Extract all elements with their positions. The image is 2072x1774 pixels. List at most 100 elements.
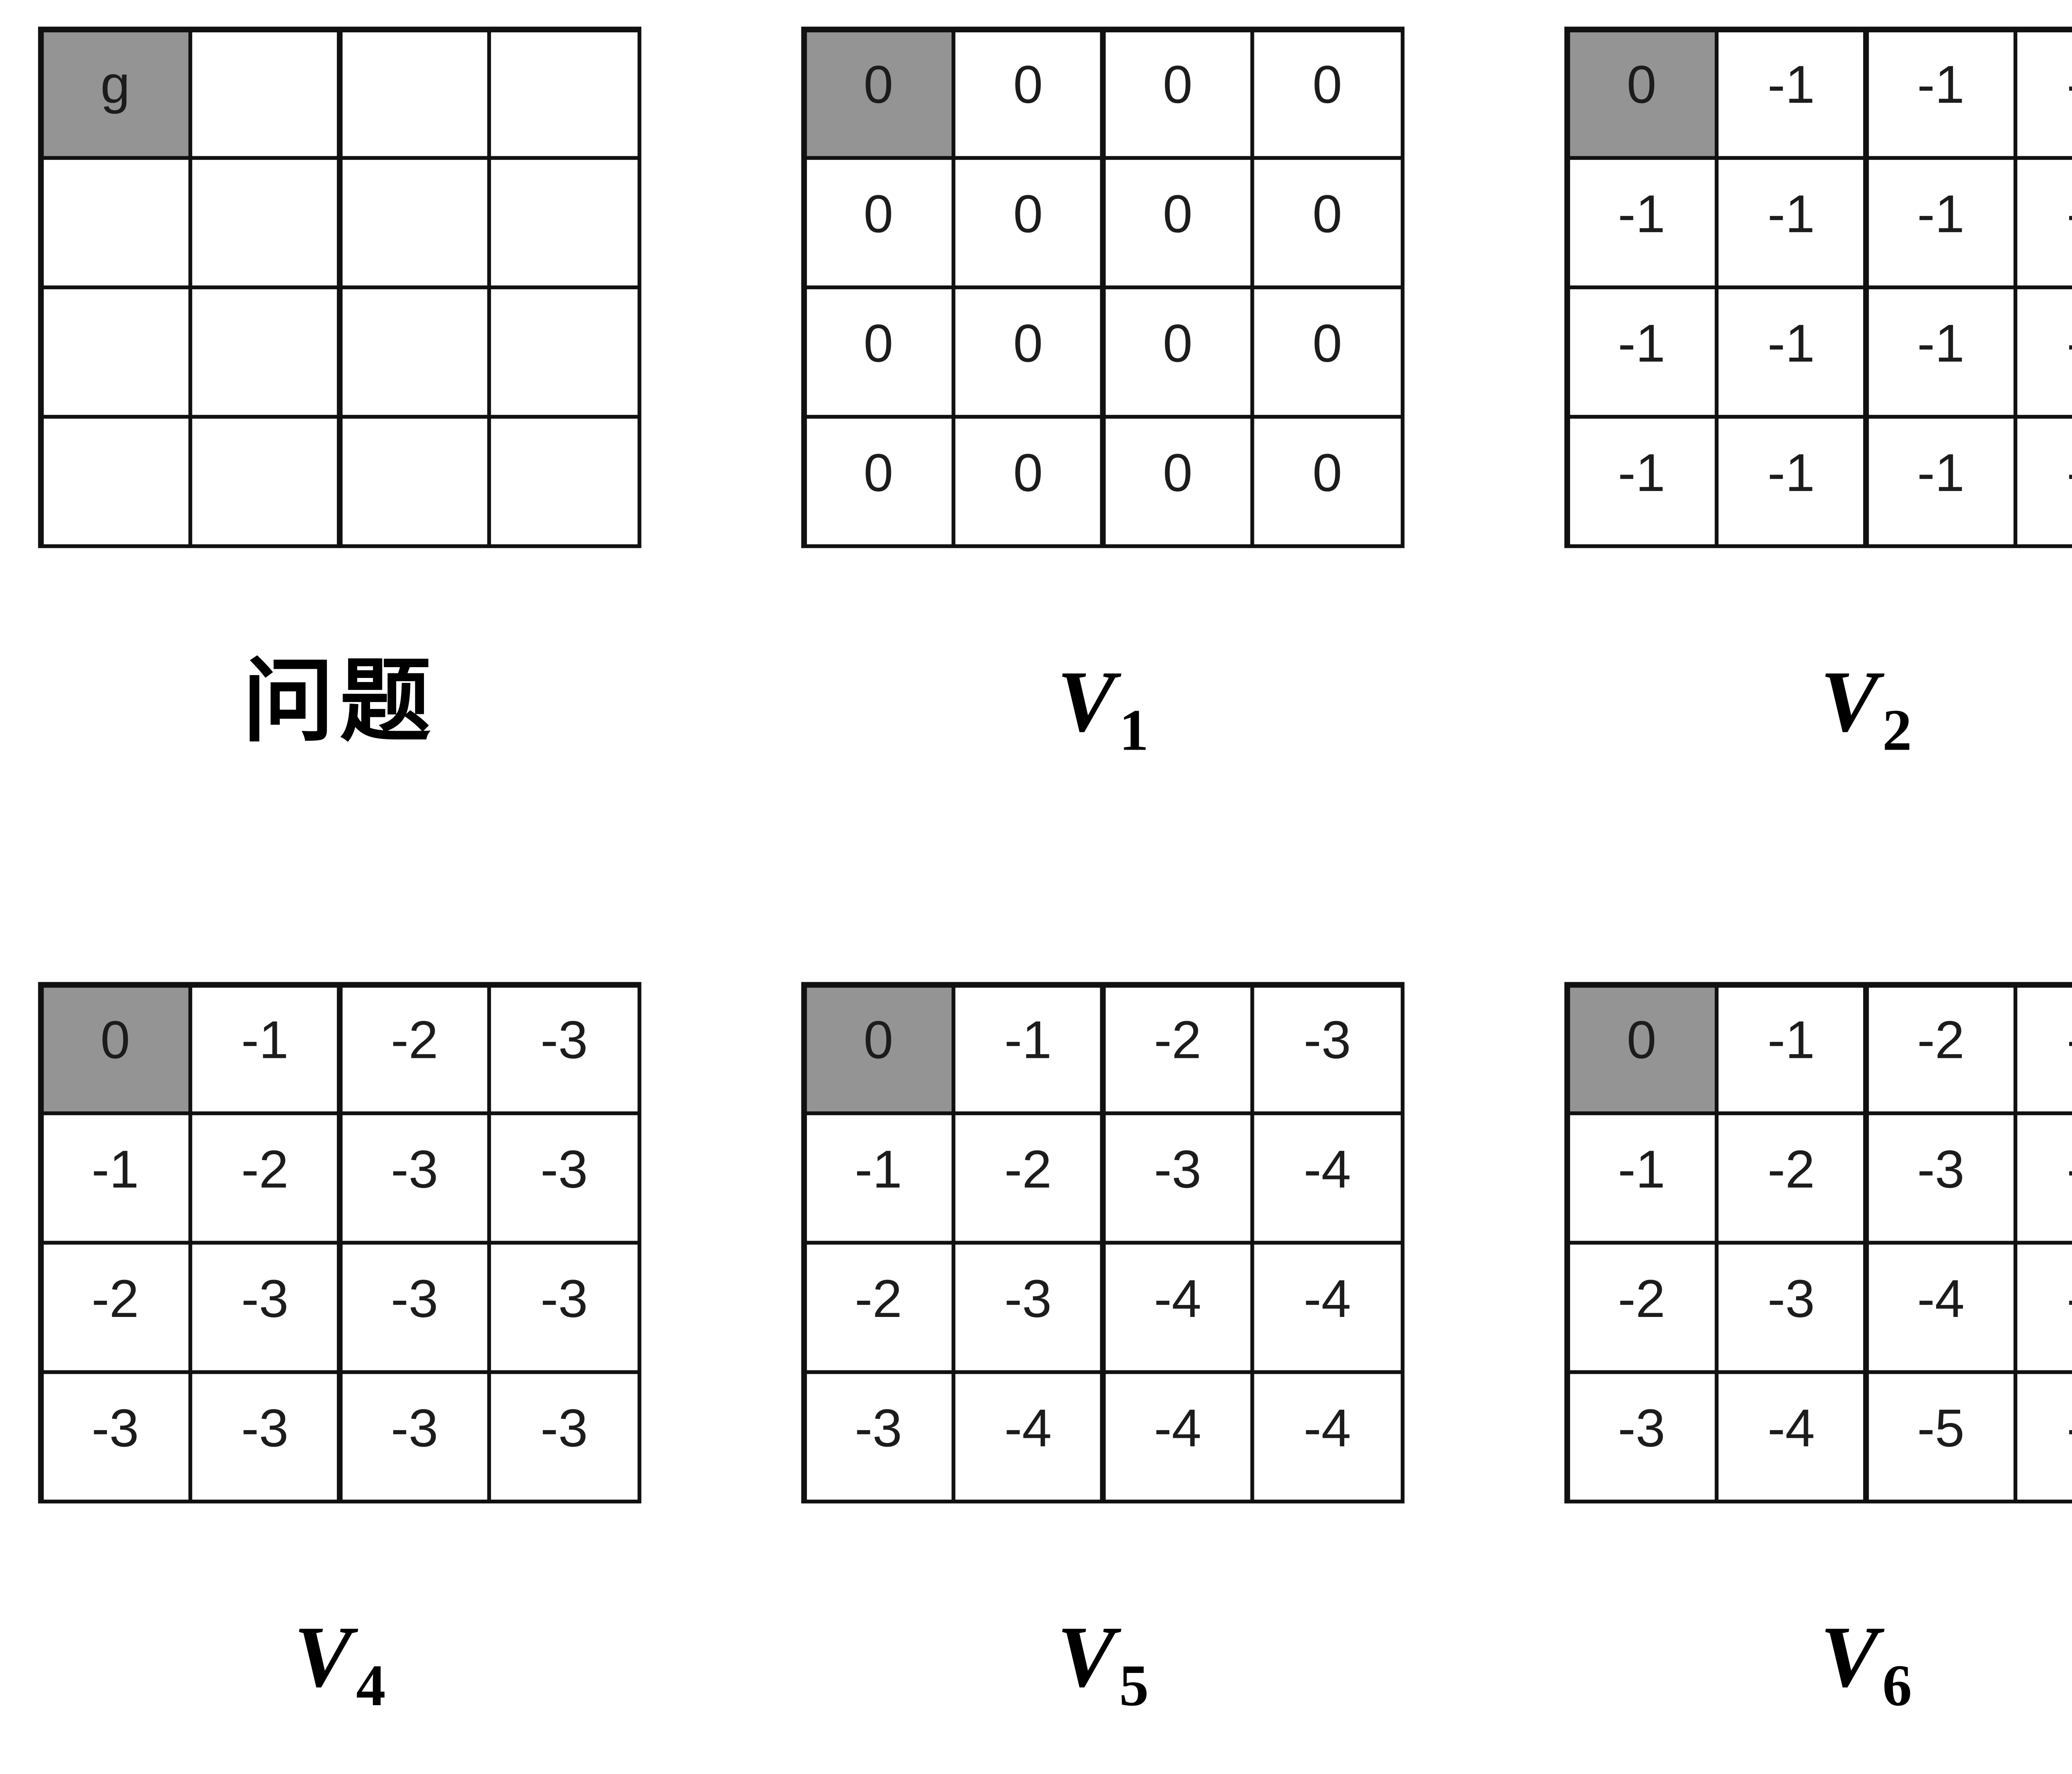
goal-cell: 0 xyxy=(806,987,951,1111)
grid-cell: 0 xyxy=(1105,419,1250,544)
grid-cell xyxy=(491,160,637,285)
grid-cell: -3 xyxy=(491,987,637,1111)
grid-cell: 0 xyxy=(1255,290,1400,414)
grid-cell: 0 xyxy=(956,160,1101,285)
grid-cell: -4 xyxy=(1719,1374,1864,1499)
grid-cell: -1 xyxy=(1569,1116,1714,1241)
grid-cell: -1 xyxy=(1868,31,2014,156)
grid-cell: 0 xyxy=(1255,31,1400,156)
grid-cell: -5 xyxy=(2018,1374,2072,1499)
grid-cell xyxy=(342,419,487,544)
grid-cell xyxy=(192,160,338,285)
grid-v6: 0-1-2-3-1-2-3-4-2-3-4-5-3-4-5-5 xyxy=(1564,982,2072,1504)
grid-cell: -1 xyxy=(192,987,338,1111)
grid-cell: -4 xyxy=(1105,1374,1250,1499)
goal-cell: 0 xyxy=(1569,31,1714,156)
grid-cell: -1 xyxy=(1569,290,1714,414)
grid-cell: -3 xyxy=(43,1374,188,1499)
grid-cell: -1 xyxy=(2018,160,2072,285)
panel-problem: g 问题 xyxy=(38,27,641,758)
grid-cell: -2 xyxy=(43,1245,188,1370)
grid-cell: -1 xyxy=(2018,419,2072,544)
grid-cell xyxy=(342,31,487,156)
grid-cell: -3 xyxy=(491,1116,637,1241)
grid-cell: -4 xyxy=(1255,1374,1400,1499)
grid-cell: -2 xyxy=(1105,987,1250,1111)
grid-cell: -1 xyxy=(1868,419,2014,544)
grid-cell xyxy=(491,419,637,544)
grid-cell: 0 xyxy=(1105,31,1250,156)
grid-cell: -1 xyxy=(806,1116,951,1241)
grid-cell xyxy=(192,31,338,156)
grid-cell: 0 xyxy=(806,290,951,414)
goal-cell: 0 xyxy=(806,31,951,156)
grid-cell: -3 xyxy=(491,1245,637,1370)
grid-cell: -4 xyxy=(956,1374,1101,1499)
grid-cell xyxy=(491,290,637,414)
grid-cell xyxy=(342,160,487,285)
panel-label-problem: 问题 xyxy=(38,647,641,757)
label-main: V xyxy=(294,1608,353,1705)
grid-cell: 0 xyxy=(806,160,951,285)
panel-v6: 0-1-2-3-1-2-3-4-2-3-4-5-3-4-5-5 V6 xyxy=(1564,982,2072,1718)
grid-cell xyxy=(491,31,637,156)
grid-cell xyxy=(192,290,338,414)
grid-cell: -1 xyxy=(2018,290,2072,414)
grid-cell: -4 xyxy=(1255,1245,1400,1370)
grid-cell xyxy=(342,290,487,414)
grid-v4: 0-1-2-3-1-2-3-3-2-3-3-3-3-3-3-3 xyxy=(38,982,641,1504)
grid-cell: -2 xyxy=(806,1245,951,1370)
grid-cell: -4 xyxy=(2018,1116,2072,1241)
grid-cell: 0 xyxy=(956,419,1101,544)
goal-cell: g xyxy=(43,31,188,156)
grid-cell xyxy=(43,419,188,544)
goal-cell: 0 xyxy=(43,987,188,1111)
grid-cell: 0 xyxy=(956,31,1101,156)
grid-cell: -5 xyxy=(2018,1245,2072,1370)
label-sub: 2 xyxy=(1882,696,1912,763)
label-main: V xyxy=(1820,653,1879,750)
grid-cell: -3 xyxy=(1868,1116,2014,1241)
grid-cell: 0 xyxy=(1255,419,1400,544)
grid-cell: -3 xyxy=(342,1245,487,1370)
grid-cell: -3 xyxy=(1569,1374,1714,1499)
grid-cell: -3 xyxy=(2018,987,2072,1111)
label-main: V xyxy=(1820,1608,1879,1705)
grid-problem: g xyxy=(38,27,641,548)
grid-v5: 0-1-2-3-1-2-3-4-2-3-4-4-3-4-4-4 xyxy=(801,982,1405,1504)
grid-cell: -4 xyxy=(1105,1245,1250,1370)
grid-cell: 0 xyxy=(1105,160,1250,285)
label-sub: 1 xyxy=(1119,696,1149,763)
grid-cell xyxy=(192,419,338,544)
grid-cell: -5 xyxy=(1868,1374,2014,1499)
grid-cell: -1 xyxy=(956,987,1101,1111)
grid-cell: -3 xyxy=(806,1374,951,1499)
grid-cell: -2 xyxy=(192,1116,338,1241)
grid-cell: 0 xyxy=(1255,160,1400,285)
grid-cell: -1 xyxy=(2018,31,2072,156)
grid-cell: -1 xyxy=(1569,419,1714,544)
grid-cell xyxy=(43,160,188,285)
grid-cell: -1 xyxy=(1569,160,1714,285)
grid-cell: -2 xyxy=(1868,987,2014,1111)
label-main: V xyxy=(1057,1608,1116,1705)
grid-cell: -3 xyxy=(1255,987,1400,1111)
grid-v2: 0-1-1-1-1-1-1-1-1-1-1-1-1-1-1-1 xyxy=(1564,27,2072,548)
grid-cell: -4 xyxy=(1255,1116,1400,1241)
label-text: 问题 xyxy=(242,649,437,756)
grid-cell: -3 xyxy=(1105,1116,1250,1241)
grid-cell: -4 xyxy=(1868,1245,2014,1370)
grid-cell xyxy=(43,290,188,414)
grid-cell: -1 xyxy=(1719,987,1864,1111)
grid-cell: -3 xyxy=(342,1116,487,1241)
